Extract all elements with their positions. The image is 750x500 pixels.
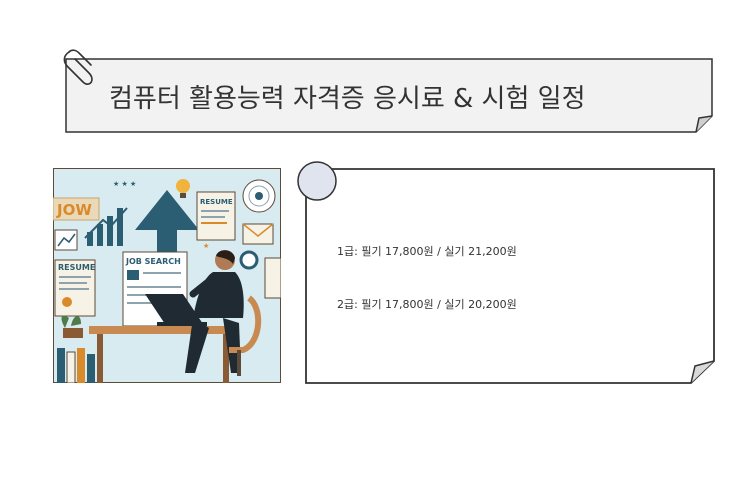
- page-title: 컴퓨터 활용능력 자격증 응시료 & 시험 일정: [109, 84, 586, 114]
- target-icon: [242, 179, 276, 213]
- fee-grade-1: 1급: 필기 17,800원 / 실기 21,200원: [337, 245, 517, 258]
- fee-info-note: 1급: 필기 17,800원 / 실기 21,200원 2급: 필기 17,80…: [297, 160, 717, 386]
- lightbulb-icon: [176, 179, 190, 198]
- jow-label: JOW: [56, 201, 92, 219]
- resume-left-label: RESUME: [58, 263, 95, 272]
- plant-icon: [61, 315, 83, 338]
- info-note-frame: [297, 161, 715, 384]
- envelope-icon: [242, 223, 274, 245]
- gear-icon: [239, 250, 259, 270]
- fee-grade-2: 2급: 필기 17,800원 / 실기 20,200원: [337, 298, 517, 311]
- job-search-label: JOB SEARCH: [125, 257, 181, 266]
- bar-chart-icon: [84, 207, 128, 246]
- job-search-illustration: JOW RESUME RESUME: [53, 168, 281, 383]
- svg-text:★: ★: [203, 242, 209, 250]
- title-note-frame: [65, 58, 713, 133]
- svg-text:★ ★ ★: ★ ★ ★: [113, 180, 136, 188]
- paperclip-icon: [63, 49, 93, 85]
- resume-top-label: RESUME: [200, 198, 233, 206]
- title-note: 컴퓨터 활용능력 자격증 응시료 & 시험 일정: [63, 49, 713, 133]
- illustration-art: JOW RESUME RESUME: [53, 168, 281, 383]
- person-figure: [185, 250, 244, 373]
- pin-circle-icon: [297, 161, 337, 201]
